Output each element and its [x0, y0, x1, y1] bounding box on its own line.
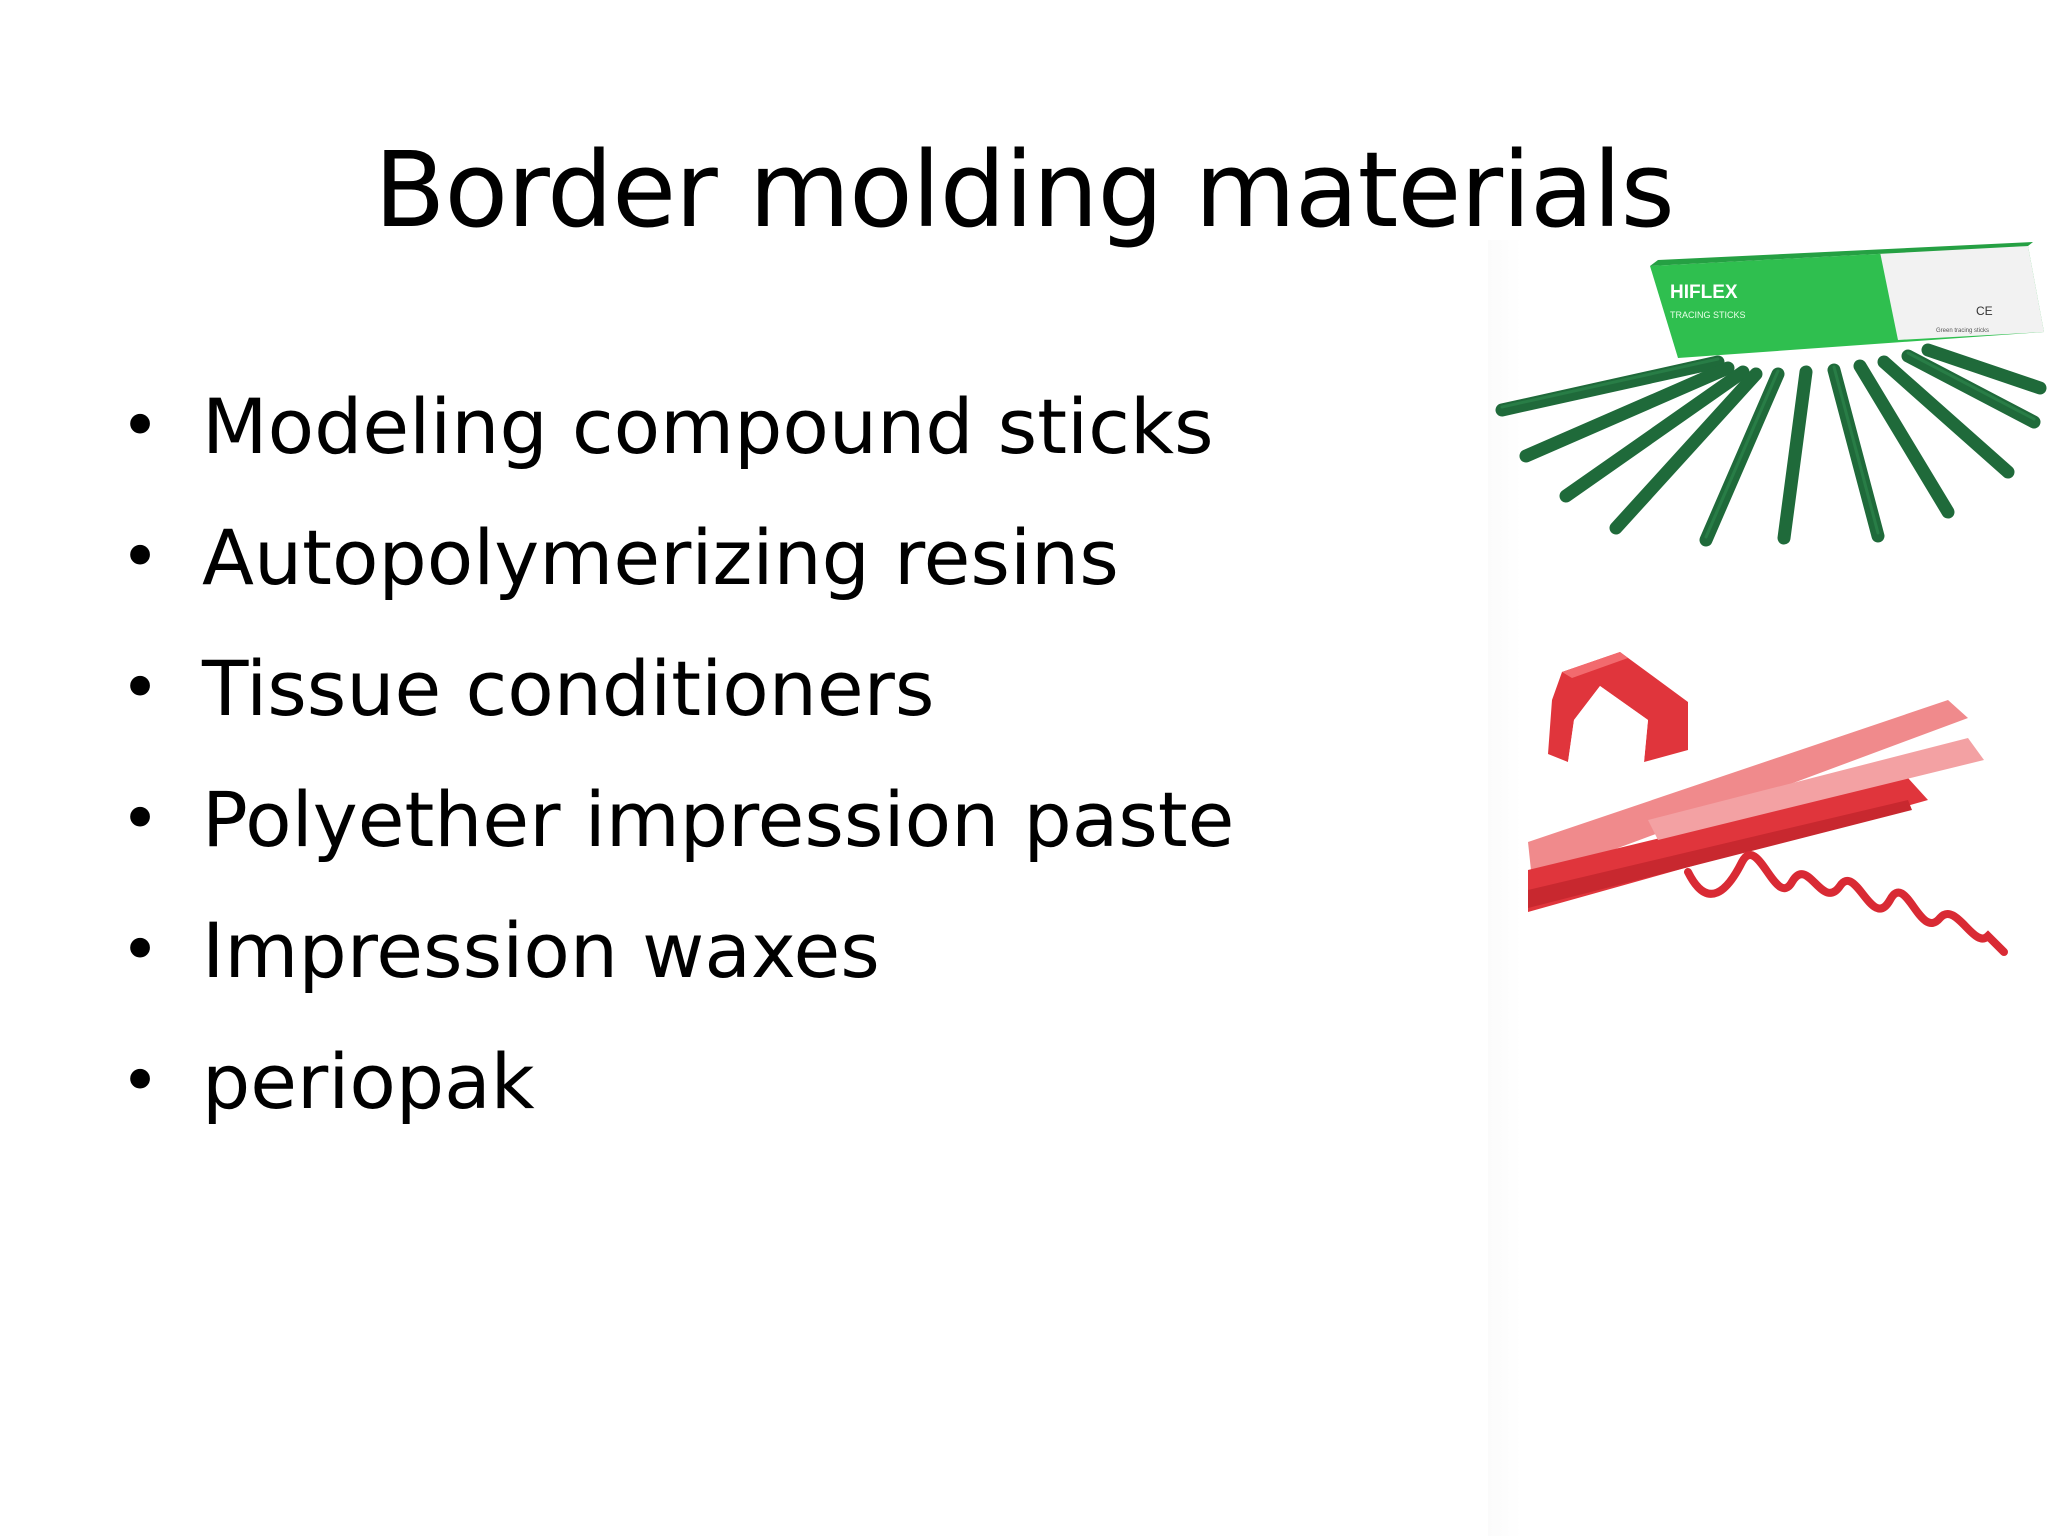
long-wax-strip [1528, 700, 1968, 880]
folded-wax-strip [1548, 652, 1688, 762]
list-item: • Impression waxes [120, 896, 1234, 1027]
list-item-text: Tissue conditioners [202, 644, 935, 733]
list-item-text: Modeling compound sticks [202, 382, 1214, 471]
impression-wax-photo [1528, 652, 2008, 956]
bullet-glyph: • [120, 911, 161, 990]
bullet-glyph: • [120, 387, 161, 466]
list-item: • Autopolymerizing resins [120, 503, 1234, 634]
list-item: • Modeling compound sticks [120, 372, 1234, 503]
bullet-glyph: • [120, 1042, 161, 1121]
list-item: • Polyether impression paste [120, 765, 1234, 896]
list-item-text: Impression waxes [202, 906, 880, 995]
box-subtitle-text: TRACING STICKS [1670, 310, 1746, 320]
list-item: • periopak [120, 1027, 1234, 1158]
box-mark-text: CE [1976, 304, 1993, 318]
box-label-text: Green tracing sticks [1936, 328, 1989, 334]
bullet-glyph: • [120, 780, 161, 859]
bullet-list: • Modeling compound sticks • Autopolymer… [120, 372, 1234, 1158]
slide-title: Border molding materials [374, 129, 1675, 251]
wavy-wax-rope [1684, 851, 2008, 956]
tracing-sticks-photo: HIFLEX TRACING STICKS CE Green tracing s… [1495, 242, 2047, 547]
bullet-glyph: • [120, 518, 161, 597]
list-item-text: periopak [202, 1037, 535, 1126]
box-brand-text: HIFLEX [1670, 282, 1738, 303]
list-item: • Tissue conditioners [120, 634, 1234, 765]
list-item-text: Autopolymerizing resins [202, 513, 1119, 602]
list-item-text: Polyether impression paste [202, 775, 1235, 864]
bullet-glyph: • [120, 649, 161, 728]
